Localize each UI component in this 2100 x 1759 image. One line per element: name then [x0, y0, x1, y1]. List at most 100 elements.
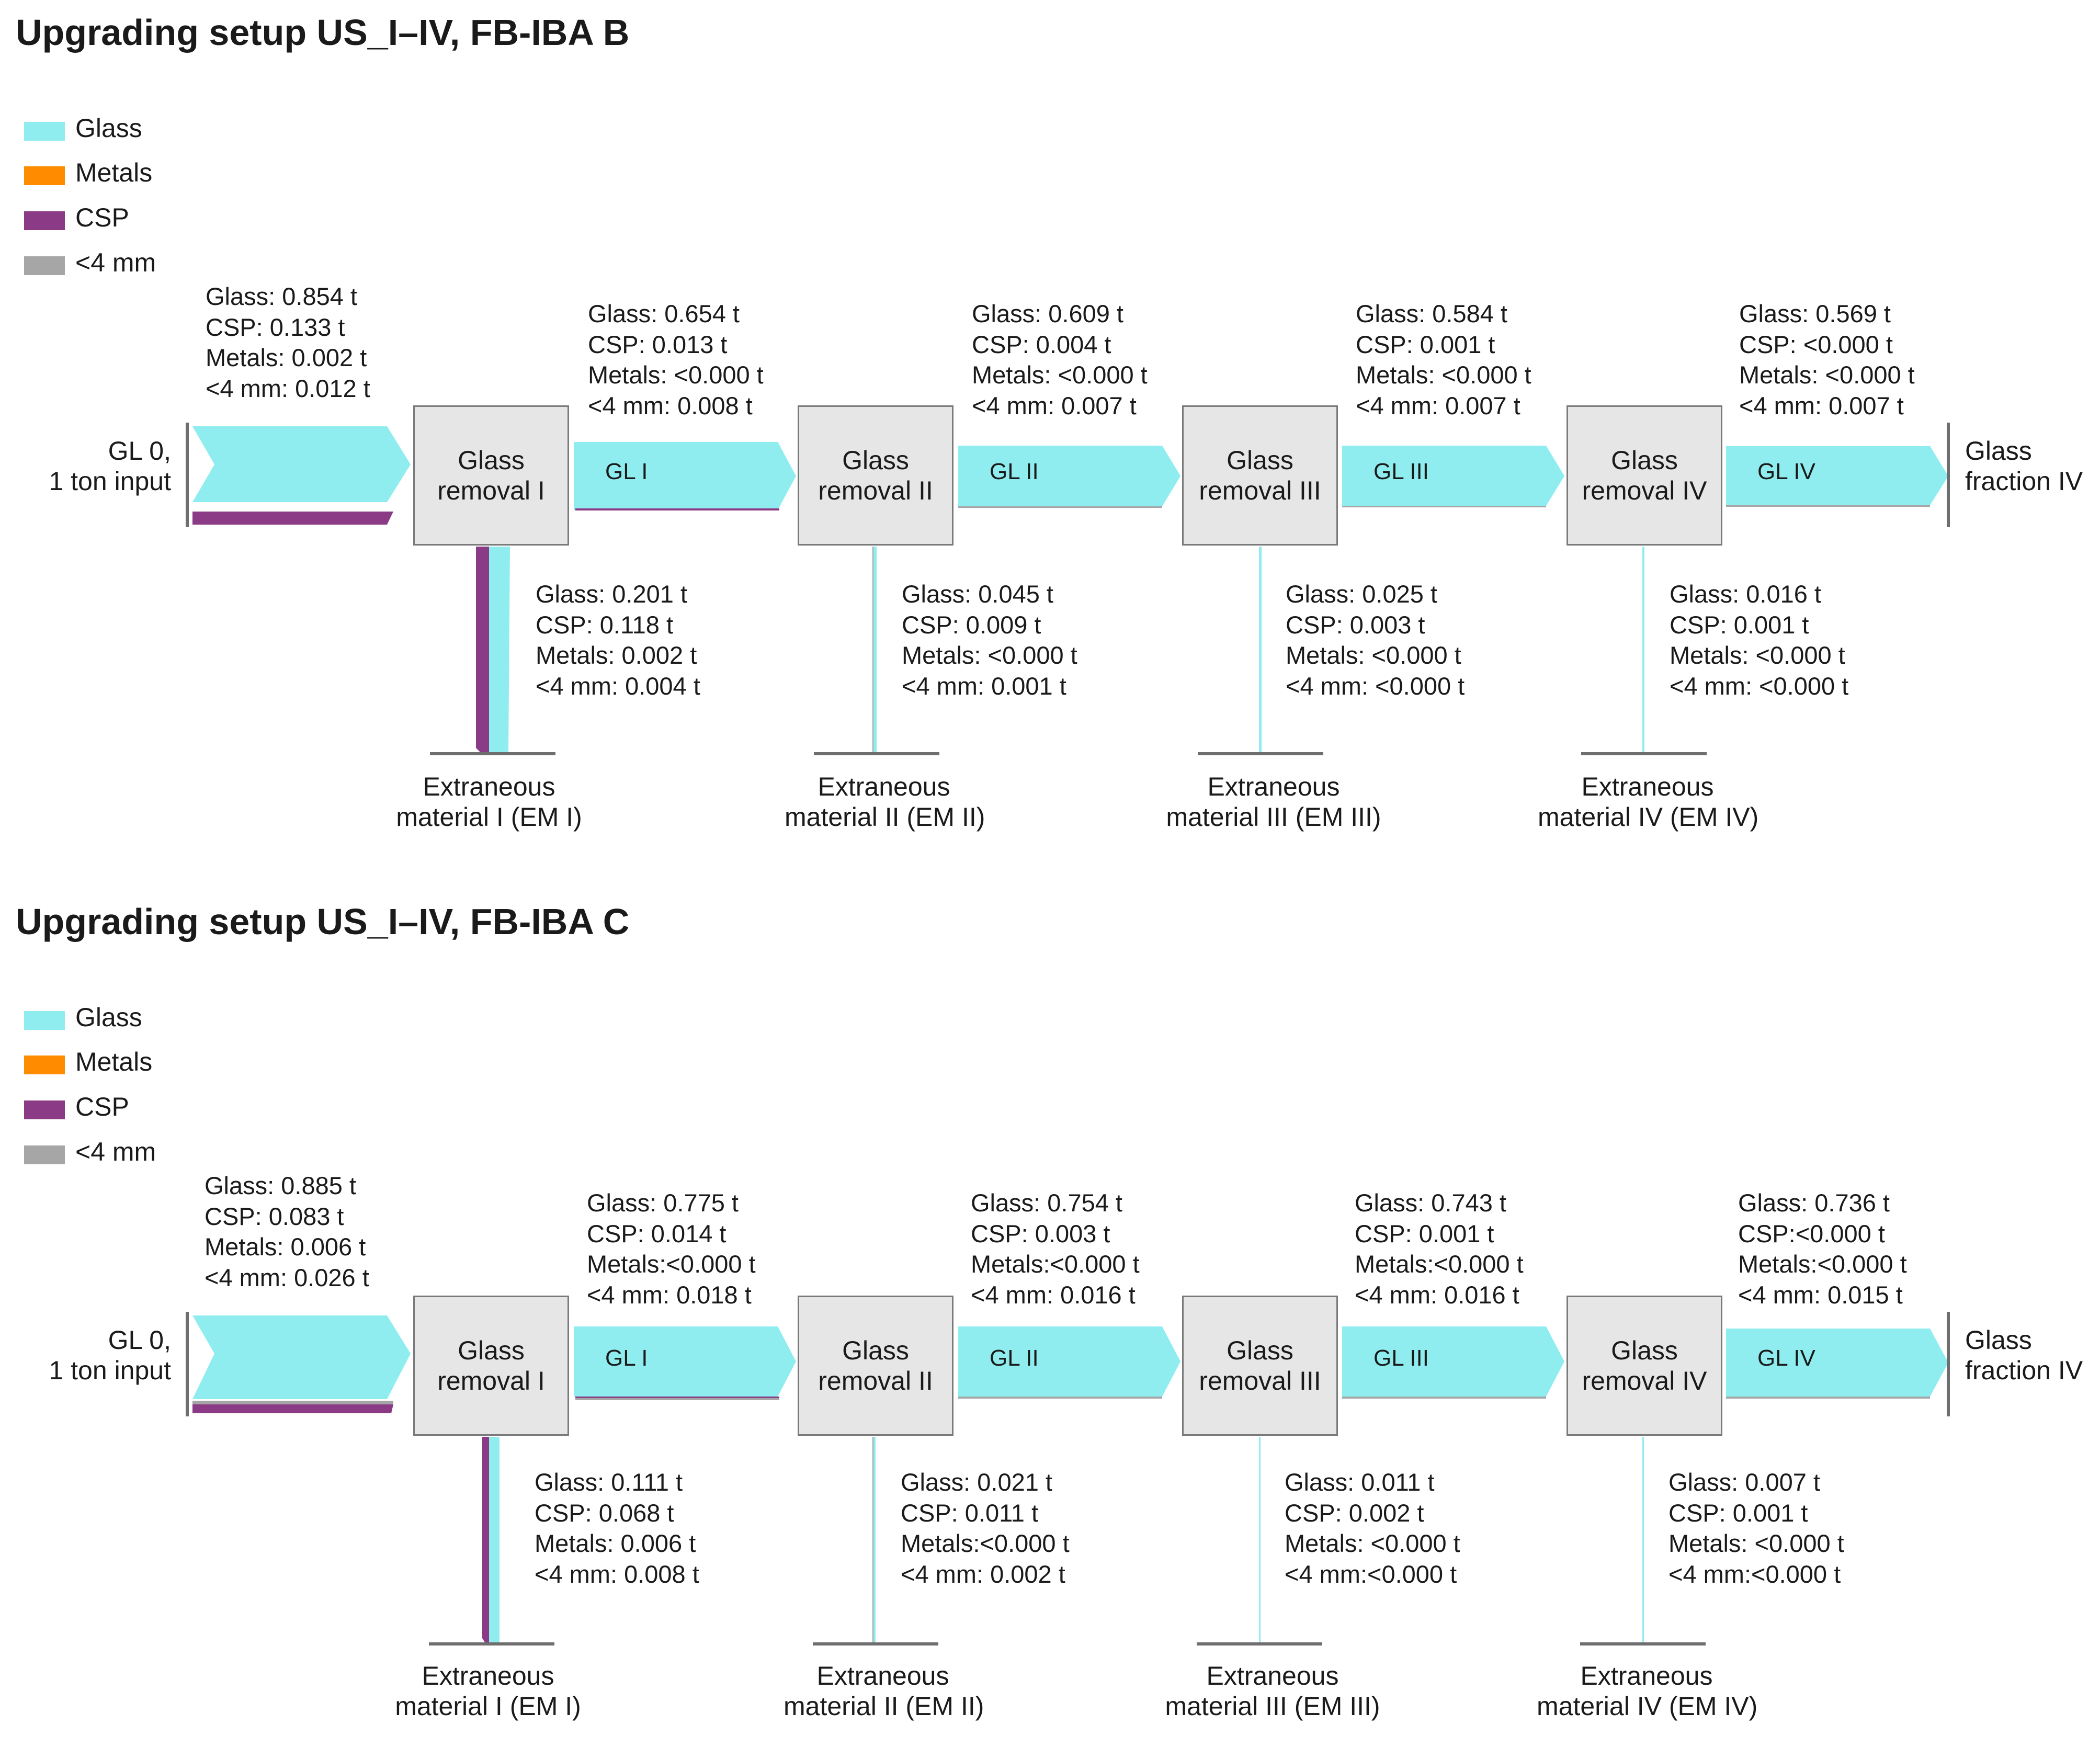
stream-1-csp-band	[575, 1397, 779, 1398]
stream-1-composition: Glass: 0.775 t CSP: 0.014 t Metals:<0.00…	[587, 1188, 756, 1310]
panel-title: Upgrading setup US_I–IV, FB-IBA B	[16, 12, 630, 53]
composition-line: CSP: 0.068 t	[535, 1499, 674, 1527]
box-label-line: Glass	[842, 446, 909, 475]
stream-3-fine-band	[1342, 506, 1546, 507]
composition-line: CSP: 0.003 t	[971, 1219, 1110, 1247]
composition-line: Metals:<0.000 t	[587, 1250, 756, 1278]
box-label-line: Glass	[458, 1336, 525, 1365]
em-2-composition: Glass: 0.045 t CSP: 0.009 t Metals: <0.0…	[902, 579, 1077, 701]
em-label-line: Extraneous	[818, 772, 950, 801]
composition-line: Metals: <0.000 t	[588, 361, 764, 389]
composition-line: Glass: 0.743 t	[1355, 1189, 1506, 1217]
stream-1-fine-band	[575, 1398, 779, 1400]
em-1-glass-bar	[489, 547, 510, 753]
input-label-line: 1 ton input	[49, 1356, 171, 1385]
em-4-label: Extraneous material IV (EM IV)	[1538, 771, 1758, 832]
composition-line: Glass: 0.011 t	[1285, 1468, 1435, 1496]
stream-label-gl-2: GL II	[990, 459, 1039, 484]
legend-label: Glass	[75, 1003, 142, 1032]
stream-3-composition: Glass: 0.584 t CSP: 0.001 t Metals: <0.0…	[1356, 299, 1531, 421]
composition-line: Glass: 0.201 t	[536, 580, 687, 608]
composition-line: CSP:<0.000 t	[1738, 1219, 1885, 1247]
output-label-line: fraction IV	[1965, 467, 2083, 496]
composition-line: Glass: 0.754 t	[971, 1189, 1122, 1217]
output-label: Glass fraction IV	[1965, 436, 2083, 496]
em-label-line: material I (EM I)	[395, 1692, 581, 1721]
composition-line: CSP: 0.011 t	[901, 1499, 1038, 1527]
composition-line: CSP: 0.083 t	[205, 1202, 344, 1230]
em-1-label: Extraneous material I (EM I)	[395, 771, 583, 832]
legend-swatch-csp	[24, 1100, 65, 1119]
panel-fb-iba-b: Upgrading setup US_I–IV, FB-IBA B Glass …	[0, 0, 2100, 870]
em-4-composition: Glass: 0.016 t CSP: 0.001 t Metals: <0.0…	[1670, 579, 1848, 701]
em-1-csp-bar	[482, 1437, 489, 1642]
composition-line: Metals: <0.000 t	[1668, 1529, 1844, 1557]
box-label-line: removal III	[1199, 1366, 1321, 1395]
composition-line: CSP: 0.014 t	[587, 1219, 727, 1247]
composition-line: Glass: 0.021 t	[901, 1468, 1052, 1496]
composition-line: CSP: 0.001 t	[1668, 1499, 1808, 1527]
legend-label: Glass	[75, 114, 142, 143]
em-3-base-bar	[1197, 1642, 1322, 1645]
em-label-line: material I (EM I)	[396, 802, 582, 832]
input-csp-band	[192, 512, 393, 525]
em-3-composition: Glass: 0.011 t CSP: 0.002 t Metals: <0.0…	[1285, 1467, 1460, 1590]
composition-line: Glass: 0.025 t	[1286, 580, 1437, 608]
em-label-line: Extraneous	[423, 772, 555, 801]
legend-swatch-csp	[24, 211, 65, 230]
composition-line: <4 mm: 0.007 t	[1356, 391, 1520, 419]
composition-line: CSP: 0.013 t	[588, 330, 728, 358]
em-3-base-bar	[1198, 752, 1323, 755]
composition-line: <4 mm: 0.026 t	[205, 1263, 369, 1291]
legend-swatch-metals	[24, 166, 65, 185]
input-glass-arrow	[192, 1315, 411, 1399]
stream-1-csp-band	[575, 508, 779, 510]
stream-2-glass-arrow	[958, 1326, 1180, 1397]
stream-3-fine-band	[1342, 1397, 1546, 1399]
composition-line: Metals: 0.006 t	[205, 1233, 366, 1261]
stream-label-gl-4: GL IV	[1757, 1345, 1815, 1371]
legend-label: CSP	[75, 1092, 129, 1121]
composition-line: <4 mm: 0.016 t	[971, 1280, 1136, 1309]
stream-1-glass-arrow	[574, 1326, 796, 1397]
composition-line: Glass: 0.045 t	[902, 580, 1053, 608]
em-3-label: Extraneous material III (EM III)	[1164, 771, 1383, 832]
composition-line: <4 mm: 0.012 t	[206, 374, 370, 402]
composition-line: CSP: 0.001 t	[1670, 610, 1809, 639]
composition-line: CSP: 0.001 t	[1355, 1219, 1494, 1247]
input-composition: Glass: 0.854 t CSP: 0.133 t Metals: 0.00…	[206, 281, 370, 404]
composition-line: Glass: 0.111 t	[535, 1468, 683, 1496]
stream-2-composition: Glass: 0.754 t CSP: 0.003 t Metals:<0.00…	[971, 1188, 1140, 1310]
box-label-line: removal II	[818, 476, 933, 505]
composition-line: <4 mm: <0.000 t	[1670, 672, 1849, 700]
em-3-glass-bar	[1259, 1437, 1261, 1642]
em-2-base-bar	[814, 752, 939, 755]
input-label-line: GL 0,	[108, 1325, 171, 1355]
box-label-line: removal II	[818, 1366, 933, 1395]
legend-swatch-fine	[24, 256, 65, 275]
composition-line: <4 mm: 0.015 t	[1738, 1280, 1903, 1309]
em-3-composition: Glass: 0.025 t CSP: 0.003 t Metals: <0.0…	[1286, 579, 1465, 701]
input-label: GL 0, 1 ton input	[49, 436, 171, 496]
stream-2-glass-arrow	[958, 446, 1180, 506]
composition-line: CSP: <0.000 t	[1739, 330, 1893, 358]
composition-line: <4 mm:<0.000 t	[1285, 1560, 1457, 1588]
composition-line: Metals: 0.006 t	[535, 1529, 696, 1557]
panel-title: Upgrading setup US_I–IV, FB-IBA C	[16, 901, 630, 942]
glass-removal-box-4: Glass removal IV	[1567, 405, 1722, 546]
stream-3-glass-arrow	[1342, 446, 1564, 506]
stream-label-gl-4: GL IV	[1757, 459, 1815, 484]
flow-diagram	[192, 1315, 1948, 1642]
em-1-base-bar	[429, 1642, 554, 1645]
em-2-label: Extraneous material II (EM II)	[785, 771, 985, 832]
composition-line: Glass: 0.885 t	[205, 1172, 356, 1199]
legend-label: <4 mm	[75, 248, 156, 277]
panel-fb-iba-c: Upgrading setup US_I–IV, FB-IBA C Glass …	[0, 889, 2100, 1759]
legend-label: Metals	[75, 1047, 153, 1076]
composition-line: CSP: 0.009 t	[902, 610, 1041, 639]
stream-4-composition: Glass: 0.569 t CSP: <0.000 t Metals: <0.…	[1739, 299, 1915, 421]
em-4-glass-bar	[1642, 1437, 1644, 1642]
composition-line: CSP: 0.002 t	[1285, 1499, 1424, 1527]
composition-line: Glass: 0.609 t	[972, 300, 1123, 327]
box-label-line: removal I	[437, 476, 545, 505]
